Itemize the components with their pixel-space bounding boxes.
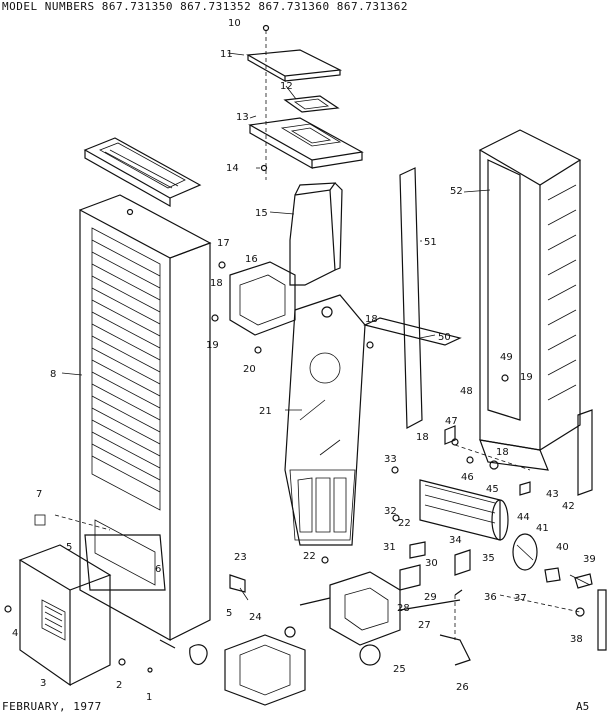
part-label: 51 (424, 237, 437, 248)
part-label: 25 (393, 664, 406, 675)
gas-valve (224, 571, 471, 706)
part-label: 16 (245, 254, 258, 265)
model-numbers-header: MODEL NUMBERS 867.731350 867.731352 867.… (2, 0, 408, 13)
part-label: 5 (226, 608, 232, 619)
part-label: 34 (449, 535, 462, 546)
part-label: 13 (236, 112, 249, 123)
part-label: 12 (280, 81, 293, 92)
hardware-parts (4, 261, 593, 673)
part-label: 18 (365, 314, 378, 325)
cabinet-right (478, 129, 593, 496)
cabinet-louvers (91, 227, 161, 511)
part-label: 32 (384, 506, 397, 517)
part-label: 38 (570, 634, 583, 645)
part-label: 17 (217, 238, 230, 249)
part-label: 44 (517, 512, 530, 523)
flue-duct (229, 182, 343, 336)
support-bar (363, 167, 462, 429)
part-label: 40 (556, 542, 569, 553)
part-label: 19 (206, 340, 219, 351)
part-label: 22 (303, 551, 316, 562)
mount-plate (34, 514, 166, 591)
part-label: 19 (520, 372, 533, 383)
leader-lines (61, 52, 491, 601)
part-label: 14 (226, 163, 239, 174)
part-label: 23 (234, 552, 247, 563)
part-label: 4 (12, 628, 18, 639)
part-label: 43 (546, 489, 559, 500)
part-number-labels-repeat: 18 18 18 19 22 5 (226, 314, 533, 619)
part-label: 28 (397, 603, 410, 614)
part-label: 20 (243, 364, 256, 375)
part-label: 6 (155, 564, 161, 575)
lower-front-panel (18, 544, 112, 687)
part-label: 24 (249, 612, 262, 623)
part-label: 39 (583, 554, 596, 565)
part-label: 18 (210, 278, 223, 289)
flue-cap-assembly (246, 24, 364, 180)
part-label: 22 (398, 518, 411, 529)
part-label: 18 (496, 447, 509, 458)
part-label: 8 (50, 369, 56, 380)
cabinet-left (79, 194, 212, 642)
part-label: 26 (456, 682, 469, 693)
top-grille (83, 137, 202, 208)
part-label: 2 (116, 680, 122, 691)
part-label: 10 (228, 18, 241, 29)
part-label: 27 (418, 620, 431, 631)
part-label: 21 (259, 406, 272, 417)
part-label: 50 (438, 332, 451, 343)
part-label: 7 (36, 489, 42, 500)
part-label: 15 (255, 208, 268, 219)
part-label: 42 (562, 501, 575, 512)
part-label: 49 (500, 352, 513, 363)
part-label: 37 (514, 593, 527, 604)
part-label: 11 (220, 49, 233, 60)
page-code: A5 (576, 700, 590, 713)
part-label: 5 (66, 542, 72, 553)
part-label: 29 (424, 592, 437, 603)
part-label: 36 (484, 592, 497, 603)
part-label: 41 (536, 523, 549, 534)
part-label: 47 (445, 416, 458, 427)
part-label: 1 (146, 692, 152, 703)
part-label: 31 (383, 542, 396, 553)
part-number-labels: 1 2 3 4 5 6 7 8 10 11 12 13 14 15 16 17 … (12, 18, 596, 703)
part-label: 30 (425, 558, 438, 569)
part-label: 48 (460, 386, 473, 397)
heat-exchanger (284, 294, 366, 546)
burner-assembly (419, 479, 607, 651)
part-label: 3 (40, 678, 46, 689)
part-label: 35 (482, 553, 495, 564)
part-label: 33 (384, 454, 397, 465)
part-label: 45 (486, 484, 499, 495)
part-label: 52 (450, 186, 463, 197)
part-label: 46 (461, 472, 474, 483)
part-label: 18 (416, 432, 429, 443)
footer-date: FEBRUARY, 1977 (2, 700, 102, 713)
